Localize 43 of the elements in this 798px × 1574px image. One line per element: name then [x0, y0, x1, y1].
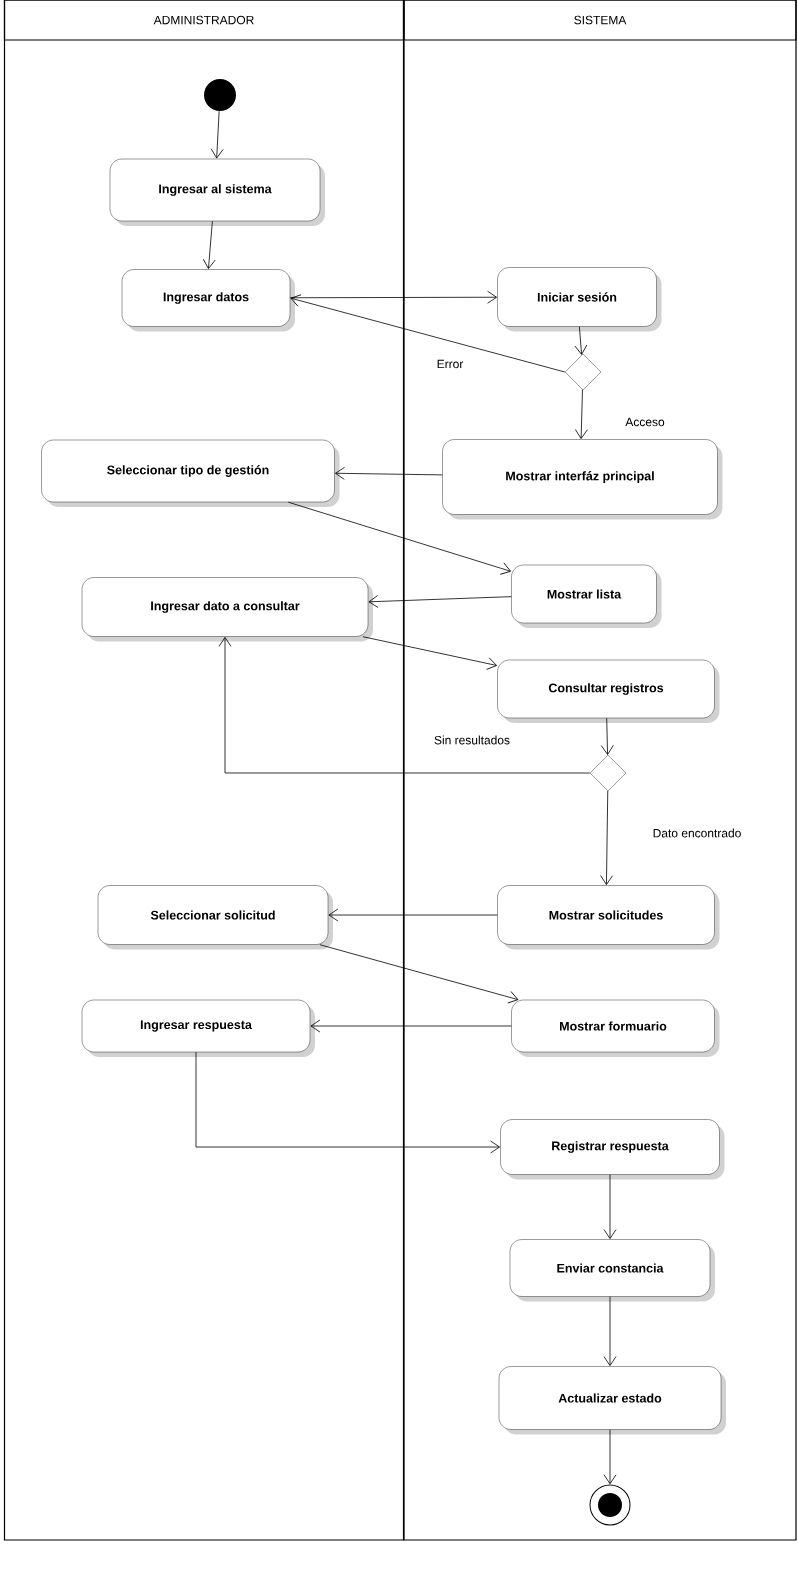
action-box: Seleccionar solicitud: [97, 885, 333, 950]
decision-diamond: [564, 353, 602, 391]
arrow: [287, 501, 511, 575]
arrow: [289, 290, 497, 304]
arrow: [600, 790, 613, 885]
action-box: Consultar registros: [497, 659, 720, 723]
action-box: Seleccionar tipo de gestión: [41, 439, 340, 507]
start-dot: [204, 79, 236, 111]
arrow: [574, 389, 588, 439]
action-box: Mostrar interfáz principal: [442, 439, 723, 520]
arrow: [603, 1174, 617, 1239]
edge-label: Sin resultados: [433, 734, 512, 746]
arrow: [574, 326, 588, 355]
arrow: [218, 637, 591, 774]
action-box: Ingresar dato a consultar: [81, 577, 373, 642]
action-box: Ingresar al sistema: [109, 158, 325, 226]
arrow: [195, 1051, 500, 1154]
action-box: Mostrar lista: [511, 564, 662, 628]
action-box: Registrar respuesta: [500, 1119, 725, 1180]
arrow: [328, 908, 498, 922]
arrow: [290, 294, 566, 373]
arrow: [210, 110, 224, 159]
edge-label: Dato encontrado: [651, 827, 743, 839]
action-box: Mostrar solicitudes: [497, 885, 720, 950]
arrow: [603, 1429, 617, 1485]
edge-label: Acceso: [624, 416, 666, 428]
arrow: [362, 636, 497, 670]
action-box: Iniciar sesión: [497, 267, 662, 332]
arrow: [368, 595, 512, 608]
arrow: [319, 944, 519, 1004]
arrow: [310, 1019, 512, 1033]
decision-diamond: [589, 754, 627, 792]
action-box: Enviar constancia: [509, 1239, 715, 1302]
arrow: [603, 1296, 617, 1366]
action-box: Ingresar respuesta: [81, 999, 315, 1057]
edge-label: Error: [435, 358, 465, 370]
action-box: Mostrar formuario: [511, 999, 720, 1057]
arrow: [335, 467, 443, 480]
end-dot: [589, 1484, 631, 1526]
arrow: [202, 220, 216, 269]
arrow: [600, 717, 614, 755]
action-box: Ingresar datos: [121, 269, 295, 332]
action-box: Actualizar estado: [498, 1366, 726, 1435]
